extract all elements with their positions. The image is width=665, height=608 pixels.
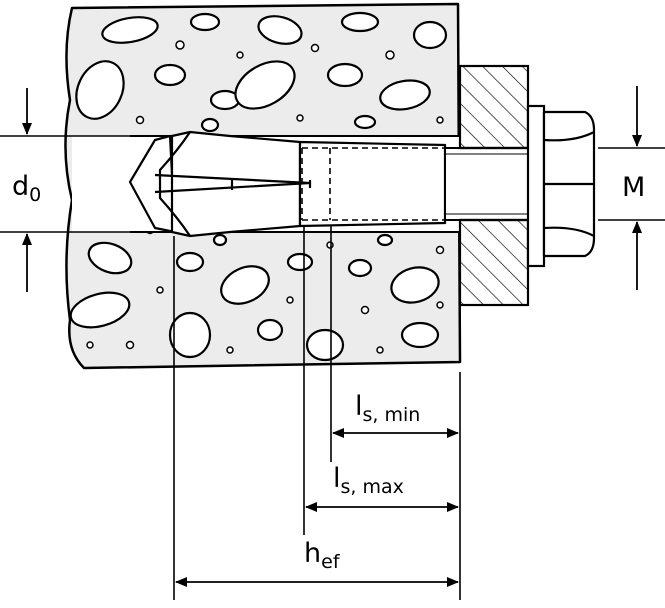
extension-lines <box>0 135 665 600</box>
fixture-plate <box>458 64 530 307</box>
label-m: M <box>622 172 645 203</box>
label-ls-max: ls, max <box>333 463 404 498</box>
hex-nut <box>542 110 596 258</box>
label-hef: hef <box>304 538 341 573</box>
label-d0: d0 <box>12 171 41 206</box>
dimension-arrows <box>22 86 642 587</box>
bolt-shank <box>444 147 531 221</box>
anchor-sleeve <box>128 130 447 238</box>
label-ls-min: ls, min <box>355 391 420 426</box>
washer <box>526 104 546 268</box>
aggregate-dots <box>86 40 445 354</box>
internal-thread <box>301 147 445 221</box>
